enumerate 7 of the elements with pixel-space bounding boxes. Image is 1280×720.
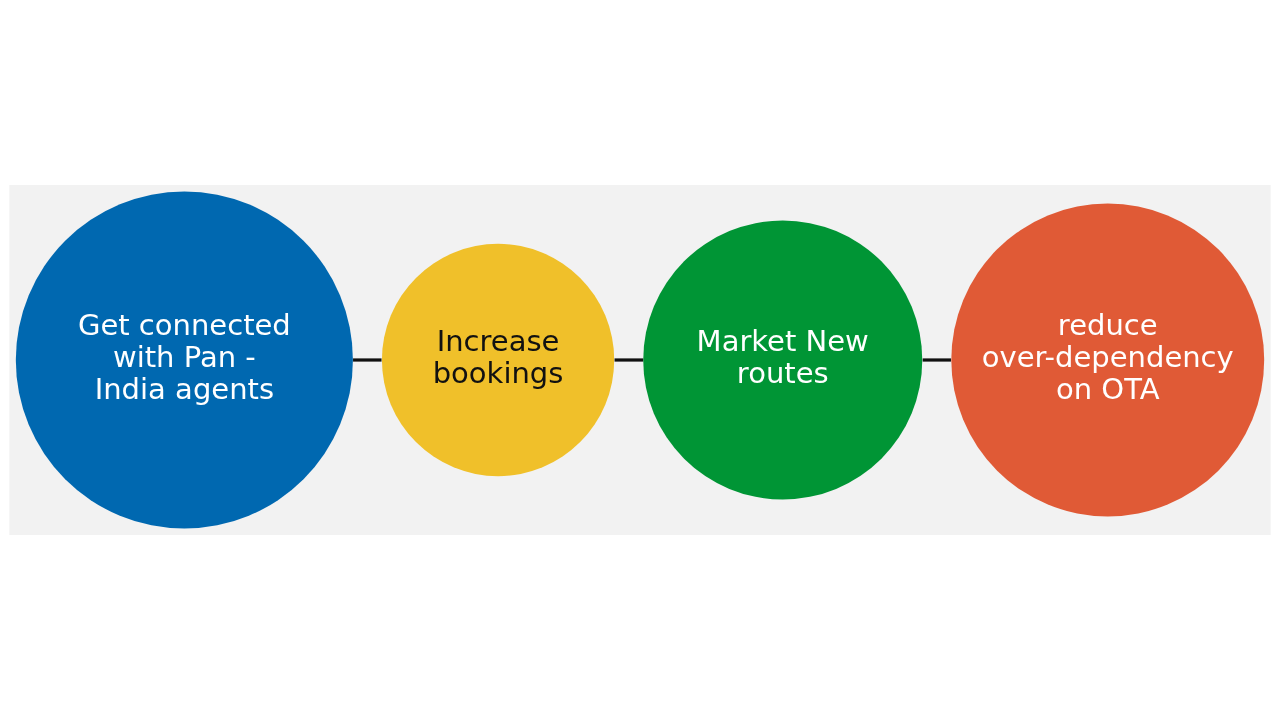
- node-circle: Market New routes: [643, 220, 923, 500]
- connector: [614, 358, 644, 362]
- node-circle: reduce over-dependency on OTA: [951, 203, 1265, 517]
- connector: [353, 358, 382, 362]
- connector: [922, 358, 951, 362]
- node-circle: Increase bookings: [381, 243, 615, 477]
- node-circle: Get connected with Pan - India agents: [15, 191, 353, 529]
